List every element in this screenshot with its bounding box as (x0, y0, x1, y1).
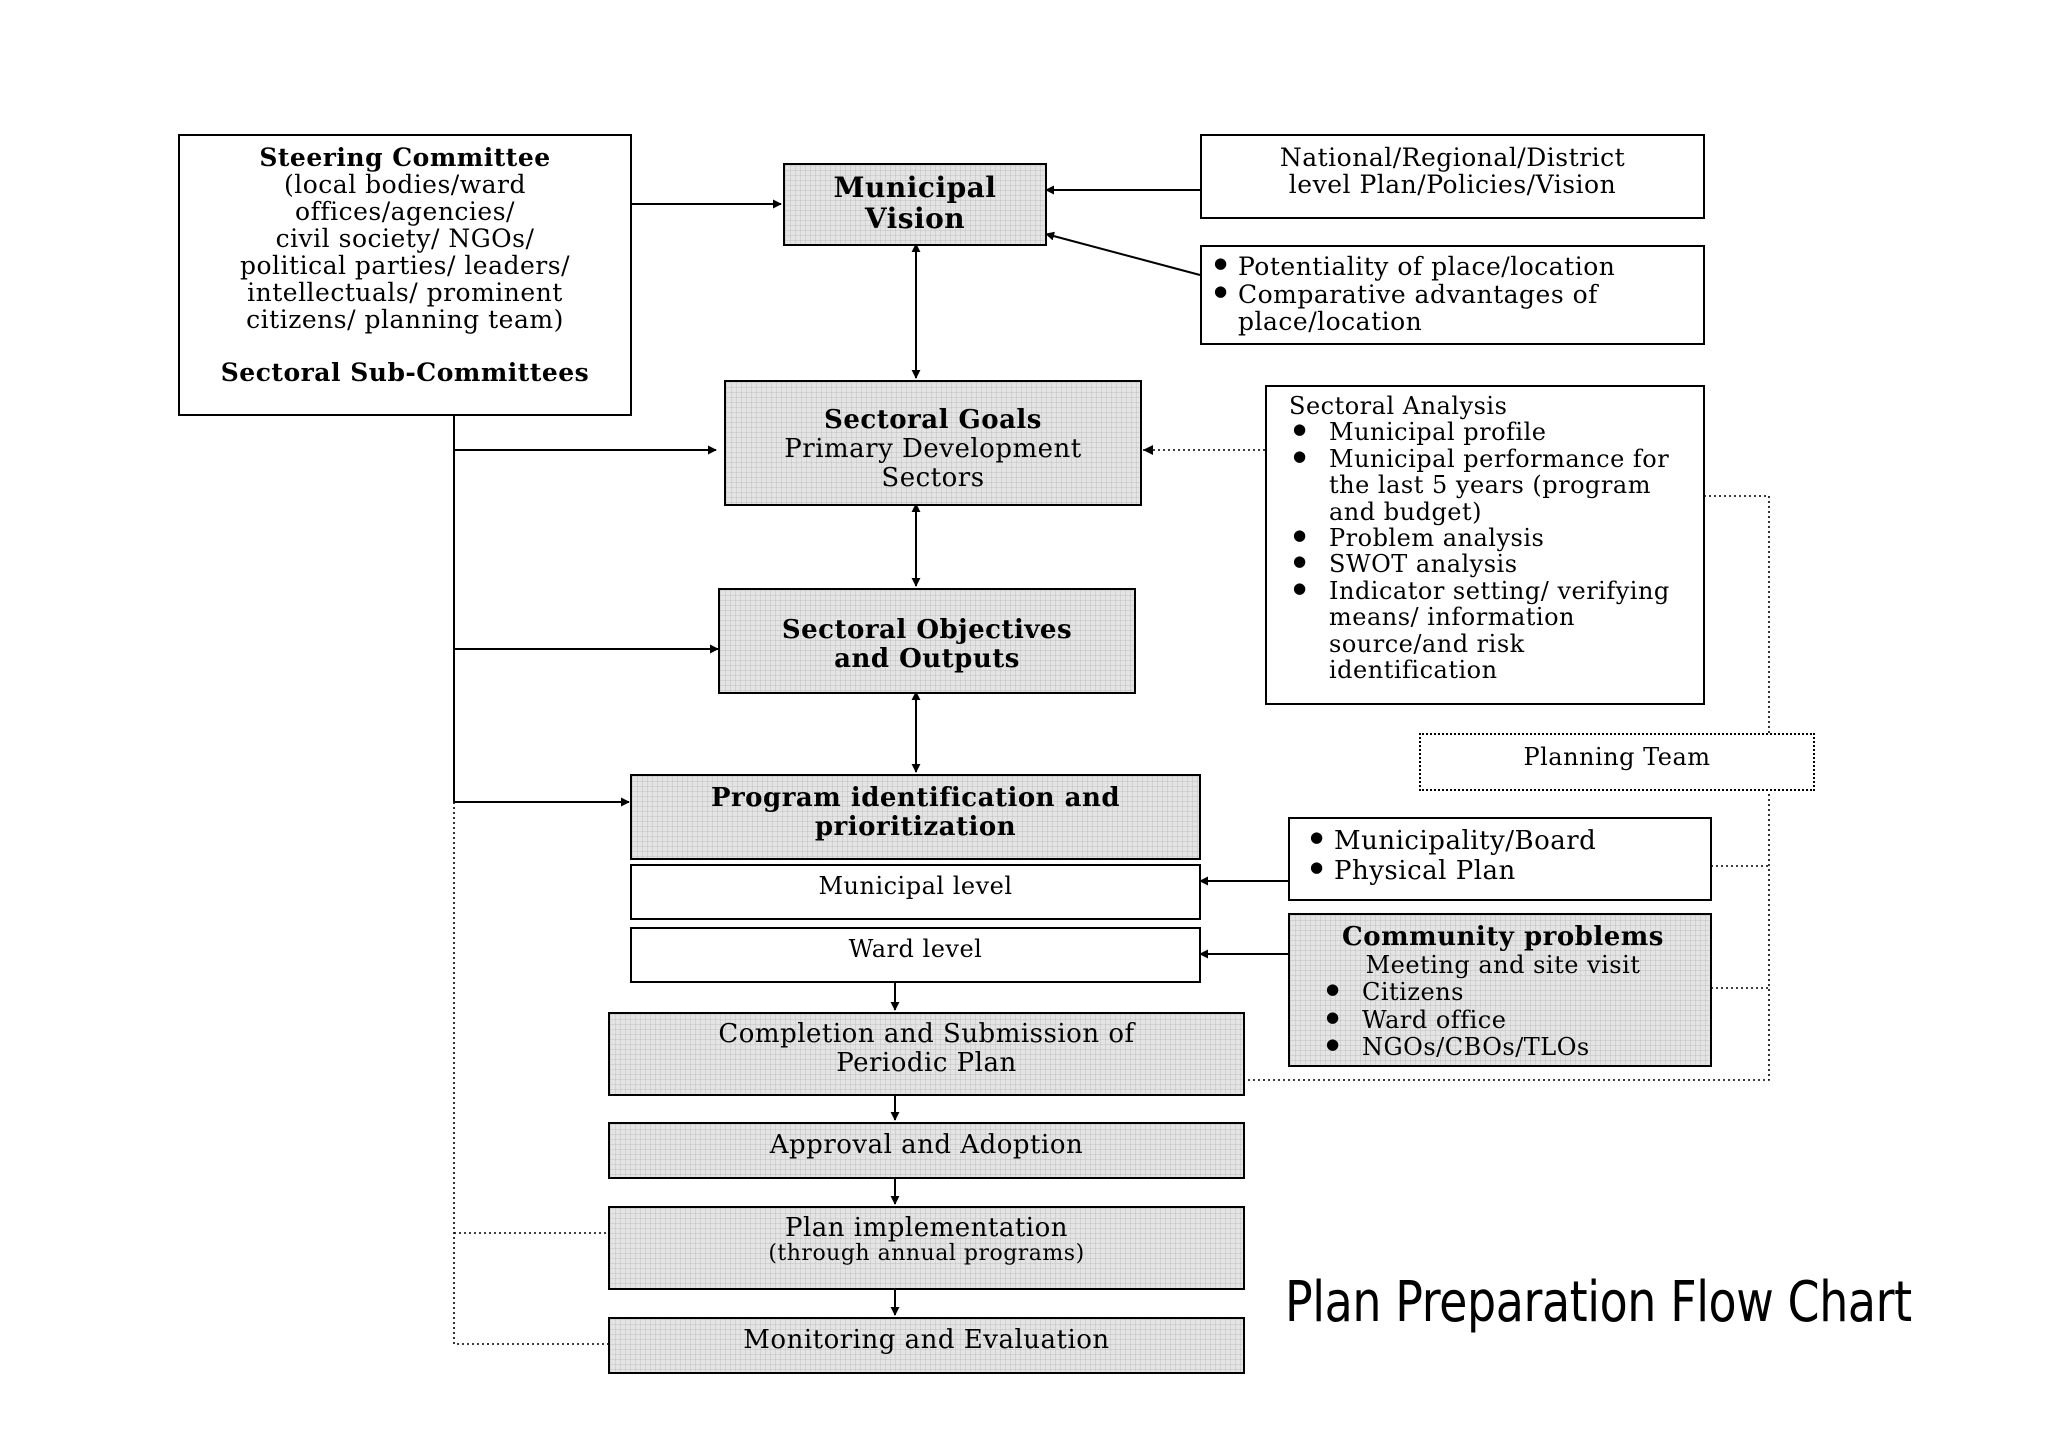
goals-line-1: Sectoral Goals (824, 405, 1042, 435)
ward-level-box: Ward level (630, 927, 1201, 983)
community-item-2: Ward office (1304, 1006, 1702, 1034)
potentiality-item-2: Comparative advantages of place/location (1212, 280, 1693, 336)
steering-member-5: intellectuals/ prominent (247, 278, 563, 307)
program-identification-box: Program identification and prioritizatio… (630, 774, 1201, 860)
municipality-item-1: Municipality/Board (1308, 826, 1700, 857)
vision-line-1: Municipal (833, 171, 997, 204)
potentiality-box: Potentiality of place/location Comparati… (1200, 245, 1705, 345)
steering-heading: Steering Committee (259, 143, 551, 172)
planning-team-label: Planning Team (1523, 743, 1711, 771)
completion-line-2: Periodic Plan (836, 1048, 1017, 1079)
approval-label: Approval and Adoption (769, 1130, 1084, 1160)
program-line-2: prioritization (814, 812, 1017, 843)
ward-level-label: Ward level (848, 935, 983, 963)
sectoral-goals-box: Sectoral Goals Primary Development Secto… (724, 380, 1142, 506)
implementation-box: Plan implementation (through annual prog… (608, 1206, 1245, 1290)
steering-member-3: civil society/ NGOs/ (275, 224, 535, 253)
municipal-level-label: Municipal level (818, 872, 1013, 900)
community-subheading: Meeting and site visit (1365, 951, 1641, 980)
goals-line-3: Sectors (881, 463, 985, 494)
analysis-item-3: Problem analysis (1289, 525, 1689, 552)
planning-team-box: Planning Team (1419, 733, 1815, 791)
national-plan-box: National/Regional/District level Plan/Po… (1200, 134, 1705, 219)
steering-member-1: (local bodies/ward (283, 170, 526, 199)
analysis-item-1: Municipal profile (1289, 419, 1689, 446)
approval-box: Approval and Adoption (608, 1122, 1245, 1179)
goals-line-2: Primary Development (784, 434, 1082, 465)
sectoral-analysis-box: Sectoral Analysis Municipal profile Muni… (1265, 385, 1705, 705)
dotted-analysis-to-team (1704, 495, 1770, 733)
dotted-team-to-completion (1245, 789, 1770, 1081)
program-line-1: Program identification and (710, 783, 1121, 813)
implementation-line-2: (through annual programs) (768, 1241, 1085, 1267)
analysis-item-4: SWOT analysis (1289, 551, 1689, 578)
sectoral-objectives-box: Sectoral Objectives and Outputs (718, 588, 1136, 694)
community-item-1: Citizens (1304, 979, 1702, 1006)
analysis-heading: Sectoral Analysis (1289, 392, 1508, 420)
national-line-2: level Plan/Policies/Vision (1288, 170, 1617, 199)
municipality-item-2: Physical Plan (1308, 856, 1700, 887)
arrow-potentiality-to-vision (1045, 231, 1201, 276)
community-problems-box: Community problems Meeting and site visi… (1288, 913, 1712, 1067)
steering-member-2: offices/agencies/ (295, 197, 515, 226)
national-line-1: National/Regional/District (1279, 143, 1626, 172)
municipal-vision-box: Municipal Vision (783, 163, 1047, 246)
objectives-line-1: Sectoral Objectives (781, 615, 1073, 645)
implementation-line-1: Plan implementation (784, 1213, 1069, 1243)
steering-member-4: political parties/ leaders/ (239, 251, 571, 280)
dotted-steering-to-monitoring (453, 802, 608, 1345)
potentiality-item-1: Potentiality of place/location (1212, 253, 1693, 281)
completion-box: Completion and Submission of Periodic Pl… (608, 1012, 1245, 1096)
analysis-item-5: Indicator setting/ verifying means/ info… (1289, 578, 1689, 684)
community-item-3: NGOs/CBOs/TLOs (1304, 1033, 1702, 1061)
steering-sub-heading: Sectoral Sub-Committees (220, 358, 590, 387)
completion-line-1: Completion and Submission of (718, 1019, 1135, 1049)
analysis-item-2: Municipal performance for the last 5 yea… (1289, 446, 1689, 525)
municipality-board-box: Municipality/Board Physical Plan (1288, 817, 1712, 901)
steering-committee-box: Steering Committee (local bodies/ward of… (178, 134, 632, 416)
monitoring-box: Monitoring and Evaluation (608, 1317, 1245, 1374)
chart-title: Plan Preparation Flow Chart (1285, 1270, 1912, 1335)
vision-line-2: Vision (864, 202, 966, 236)
arrowhead-goals-dotted (1143, 445, 1153, 455)
monitoring-label: Monitoring and Evaluation (743, 1325, 1110, 1355)
steering-member-6: citizens/ planning team) (246, 305, 564, 334)
municipal-level-box: Municipal level (630, 864, 1201, 920)
objectives-line-2: and Outputs (834, 644, 1020, 675)
community-heading: Community problems (1342, 922, 1664, 952)
